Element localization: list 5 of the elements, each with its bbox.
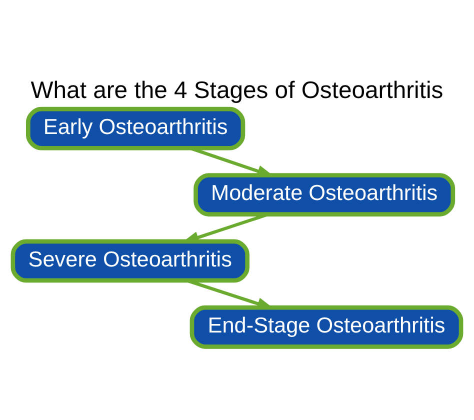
node-box: End-Stage Osteoarthritis	[190, 304, 464, 348]
diagram-title: What are the 4 Stages of Osteoarthritis	[30, 76, 444, 104]
node-box: Early Osteoarthritis	[26, 106, 246, 150]
node-box: Moderate Osteoarthritis	[194, 172, 456, 216]
node-box: Severe Osteoarthritis	[10, 238, 250, 282]
